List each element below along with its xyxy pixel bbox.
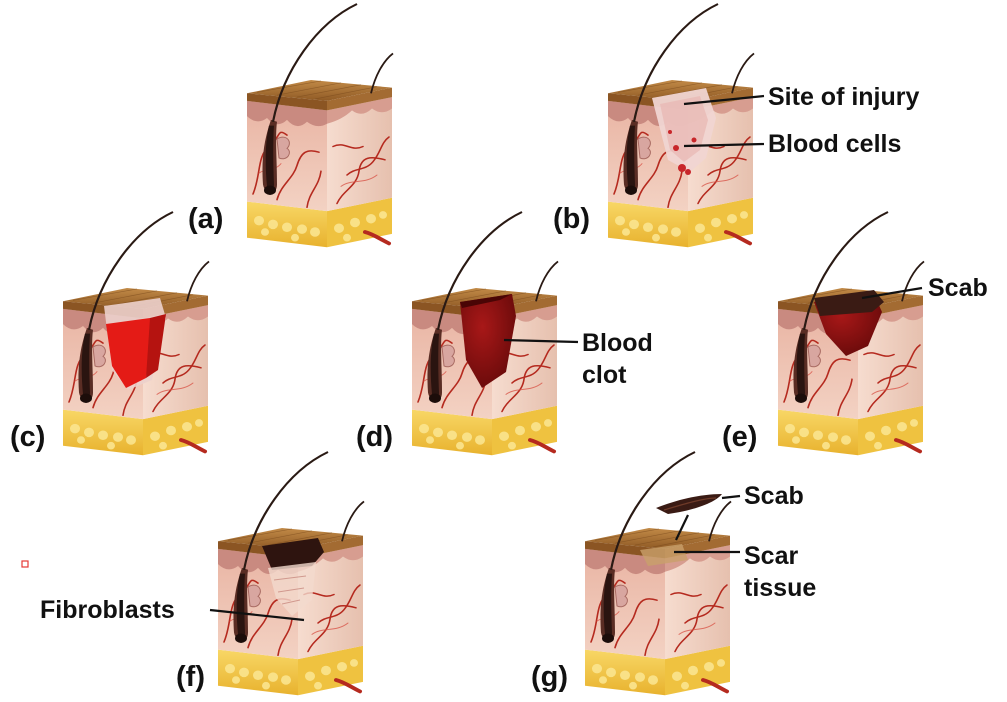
panel-g: (g) Scab Scar tissue [531,452,816,695]
label-scab-e: Scab [928,274,988,302]
label-blood-cells: Blood cells [768,130,901,158]
label-scar: Scar [744,542,798,570]
label-clot: clot [582,361,627,389]
panel-label-f: (f) [176,661,205,693]
scab-g [656,494,722,514]
label-site-of-injury: Site of injury [768,83,920,111]
panel-b: (b) Site of injury Blood cells [553,4,920,247]
panel-label-e: (e) [722,421,757,453]
label-blood: Blood [582,329,653,357]
panel-f: (f) Fibroblasts [40,452,364,695]
label-tissue: tissue [744,574,816,602]
skin-block-g [585,452,731,695]
panel-label-c: (c) [10,421,45,453]
label-fibroblasts: Fibroblasts [40,596,175,624]
label-scab-g: Scab [744,482,804,510]
panel-d: (d) Blood clot [356,212,653,455]
panel-e: (e) Scab [722,212,988,455]
marker-square [22,561,28,567]
panel-label-a: (a) [188,203,223,235]
panel-label-b: (b) [553,203,590,235]
panel-label-d: (d) [356,421,393,453]
panel-c: (c) [10,212,209,455]
panel-label-g: (g) [531,661,568,693]
panel-a: (a) [188,4,393,247]
skin-block-a [247,4,393,247]
